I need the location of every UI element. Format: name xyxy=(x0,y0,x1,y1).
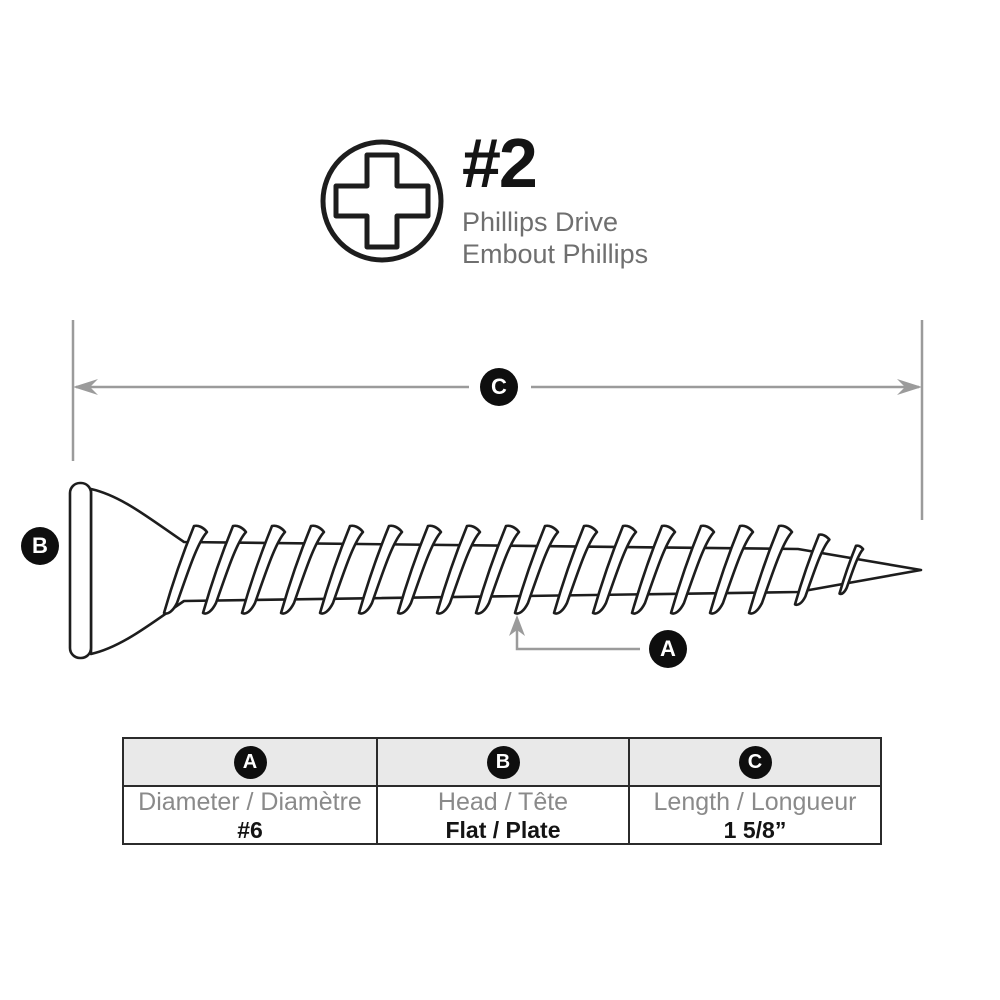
spec-table: A B C Diameter / Diamètre #6 Head / Tête… xyxy=(122,737,882,845)
spec-table-header-a: A xyxy=(124,739,376,787)
pointer-line xyxy=(515,624,640,651)
screw-thread xyxy=(357,524,404,615)
drive-text-block: #2 Phillips Drive Embout Phillips xyxy=(462,128,648,271)
screw-thread xyxy=(474,524,521,615)
screw-thread xyxy=(513,524,560,615)
spec-cell-head: Head / Tête Flat / Plate xyxy=(376,787,628,843)
length-label: Length / Longueur xyxy=(653,788,857,817)
phillips-drive-icon xyxy=(320,139,444,263)
screw-thread xyxy=(162,524,209,615)
drive-size: #2 xyxy=(462,124,538,202)
length-value: 1 5/8” xyxy=(723,816,787,843)
screw-thread xyxy=(838,544,865,596)
screw-thread xyxy=(552,524,599,615)
screw-thread xyxy=(318,524,365,615)
arrowhead-right-icon xyxy=(897,379,922,395)
spec-table-header-b: B xyxy=(376,739,628,787)
length-dimension-lines xyxy=(71,320,924,520)
table-badge-a: A xyxy=(233,745,267,779)
table-badge-c: C xyxy=(738,745,772,779)
screw-thread xyxy=(591,524,638,615)
table-badge-b: B xyxy=(486,745,520,779)
arrowhead-left-icon xyxy=(73,379,98,395)
screw-thread xyxy=(201,524,248,615)
head-value: Flat / Plate xyxy=(445,816,561,843)
spec-cell-diameter: Diameter / Diamètre #6 xyxy=(124,787,376,843)
screw-thread xyxy=(747,524,794,615)
phillips-cross-icon xyxy=(333,152,431,250)
callout-b-badge: B xyxy=(21,527,59,565)
diameter-value: #6 xyxy=(237,816,263,843)
drive-name-fr: Embout Phillips xyxy=(462,238,649,269)
drive-name-en: Phillips Drive xyxy=(462,207,619,237)
screw-thread xyxy=(240,524,287,615)
screw-threads xyxy=(162,524,865,615)
screw-head-face xyxy=(68,481,93,660)
spec-table-header-c: C xyxy=(628,739,880,787)
head-label: Head / Tête xyxy=(437,788,569,817)
screw-thread xyxy=(708,524,755,615)
diameter-label: Diameter / Diamètre xyxy=(138,788,362,817)
callout-a-badge: A xyxy=(649,630,687,668)
arrowhead-up-icon xyxy=(509,615,525,636)
screw-thread xyxy=(279,524,326,615)
spec-cell-length: Length / Longueur 1 5/8” xyxy=(628,787,880,843)
callout-c-badge: C xyxy=(480,368,518,406)
screw-thread xyxy=(669,524,716,615)
diameter-pointer-arrow xyxy=(509,615,640,651)
screw-drawing xyxy=(68,481,923,660)
screw-thread xyxy=(396,524,443,615)
screw-thread xyxy=(793,533,831,607)
screw-thread xyxy=(630,524,677,615)
screw-thread xyxy=(435,524,482,615)
screw-body xyxy=(89,487,923,656)
